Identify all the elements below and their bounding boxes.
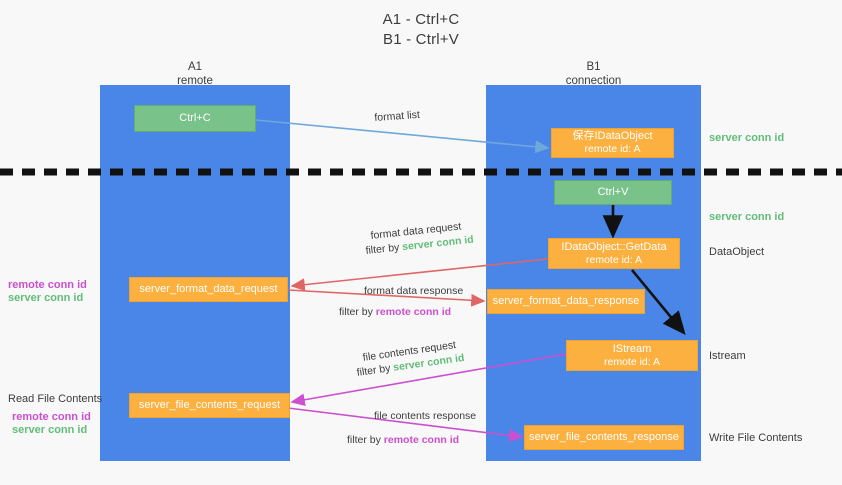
box-idataobject[interactable]: 保存IDataObject remote id: A: [551, 128, 674, 158]
filter-value-remote-conn-id: remote conn id: [375, 306, 452, 318]
arrow-format-data-response: [287, 289, 486, 307]
column-header-b1: B1 connection: [486, 60, 701, 88]
right-label-istream: Istream: [709, 350, 746, 362]
box-istream-line2: remote id: A: [603, 355, 661, 368]
filter-prefix: filter by: [339, 306, 376, 318]
box-server-file-contents-request-label: server_file_contents_request: [138, 399, 281, 411]
arrow-getdata-istream: [630, 269, 686, 336]
left-label-read-file-contents: Read File Contents: [8, 393, 103, 405]
left-label-mid-conn-ids: remote conn id server conn id: [8, 279, 87, 305]
column-header-b1-name: B1: [586, 61, 601, 73]
box-idataobject-line2: remote id: A: [584, 143, 641, 155]
column-header-a1-name: A1: [187, 61, 203, 73]
box-idataobject-line1: 保存IDataObject: [572, 130, 653, 142]
box-server-format-data-request-label: server_format_data_request: [139, 283, 278, 295]
left-label-read-file-contents-group: Read File Contents: [8, 393, 102, 406]
arrow-format-list: [255, 119, 550, 154]
box-idataobject-getdata[interactable]: IDataObject::GetData remote id: A: [548, 238, 680, 269]
filter-prefix: filter by: [347, 434, 384, 446]
box-server-file-contents-request[interactable]: server_file_contents_request: [129, 393, 290, 418]
right-label-dataobject: DataObject: [709, 246, 765, 258]
box-istream[interactable]: IStream remote id: A: [566, 340, 698, 371]
box-server-format-data-response-label: server_format_data_response: [492, 295, 640, 307]
box-ctrl-c[interactable]: Ctrl+C: [134, 105, 256, 132]
right-label-server-conn-id-top: server conn id: [709, 132, 785, 144]
arrow-file-contents-request: [290, 353, 567, 407]
edge-label-format-data-response: format data response: [364, 285, 464, 297]
box-server-file-contents-response-label: server_file_contents_response: [529, 431, 679, 443]
box-getdata-line2: remote id: A: [585, 253, 643, 266]
arrow-file-contents-response: [287, 407, 524, 442]
left-label-mid-remote-conn-id: remote conn id: [8, 279, 87, 291]
title-line-2: B1 - Ctrl+V: [383, 31, 459, 48]
box-ctrl-v-label: Ctrl+V: [597, 186, 629, 198]
box-ctrl-c-label: Ctrl+C: [179, 112, 211, 124]
box-server-format-data-response[interactable]: server_format_data_response: [487, 289, 645, 314]
column-header-a1: A1 remote: [100, 60, 290, 88]
left-label-low-remote-conn-id: remote conn id: [12, 411, 91, 423]
box-getdata-line1: IDataObject::GetData: [561, 240, 667, 253]
edge-label-format-data-response-filter: filter by remote conn id: [339, 306, 451, 318]
edge-label-file-contents-response: file contents response: [374, 410, 477, 422]
box-istream-line1: IStream: [612, 342, 652, 355]
title-line-1: A1 - Ctrl+C: [382, 11, 460, 28]
filter-value-remote-conn-id: remote conn id: [383, 434, 460, 446]
column-header-a1-sub: remote: [177, 75, 213, 87]
column-header-b1-sub: connection: [565, 75, 622, 87]
edge-label-file-contents-response-filter: filter by remote conn id: [347, 434, 459, 446]
right-label-write-file-contents: Write File Contents: [709, 432, 803, 444]
box-ctrl-v[interactable]: Ctrl+V: [554, 180, 672, 205]
left-label-low-conn-ids: remote conn id server conn id: [12, 411, 91, 437]
box-server-format-data-request[interactable]: server_format_data_request: [129, 277, 288, 302]
right-label-server-conn-id-second: server conn id: [709, 211, 785, 223]
box-server-file-contents-response[interactable]: server_file_contents_response: [524, 425, 684, 450]
arrow-format-data-request: [290, 258, 549, 292]
left-label-mid-server-conn-id: server conn id: [8, 292, 84, 304]
left-label-low-server-conn-id: server conn id: [12, 424, 88, 436]
